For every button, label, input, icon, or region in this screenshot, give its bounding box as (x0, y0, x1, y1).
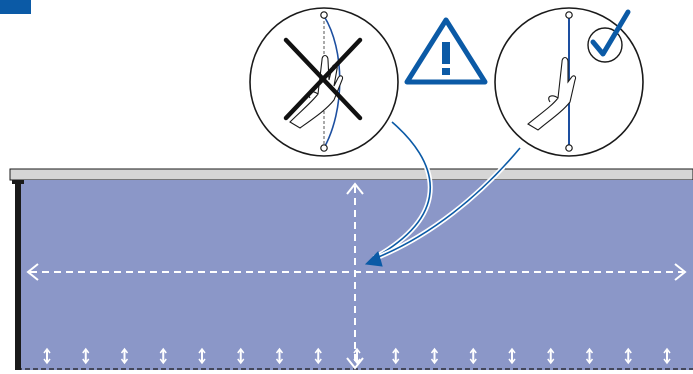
tension-clip-icon (82, 347, 90, 365)
tension-clip-icon (120, 347, 129, 365)
side-profile-cap (12, 180, 24, 184)
tension-clips (43, 347, 671, 365)
tension-clip-icon (624, 347, 632, 365)
incorrect-method-illustration (249, 7, 399, 157)
cross-icon (283, 37, 363, 121)
tension-clip-icon (508, 347, 516, 365)
tension-clip-icon (237, 347, 245, 365)
tension-clip-icon (275, 347, 284, 365)
stretch-horizontal-arrow-icon (26, 263, 687, 281)
tension-clip-icon (547, 347, 555, 365)
tension-clip-icon (198, 347, 206, 365)
tension-clip-icon (353, 347, 361, 365)
step-number-badge (0, 0, 31, 14)
hand-icon (527, 56, 577, 131)
correct-method-illustration (494, 7, 644, 157)
stretch-vertical-arrow-icon (346, 182, 364, 370)
pointer-arrows (364, 120, 522, 267)
tension-clip-icon (314, 347, 322, 365)
tension-clip-icon (430, 347, 439, 365)
tension-clip-icon (663, 347, 671, 365)
side-profile (15, 182, 21, 370)
tension-clip-icon (392, 347, 400, 365)
top-rail (9, 168, 693, 181)
warning-triangle-icon (404, 17, 488, 85)
tension-clip-icon (585, 347, 594, 365)
tension-clip-icon (469, 347, 477, 365)
tension-clip-icon (159, 347, 167, 365)
tension-clip-icon (43, 347, 51, 365)
check-icon (587, 9, 631, 63)
